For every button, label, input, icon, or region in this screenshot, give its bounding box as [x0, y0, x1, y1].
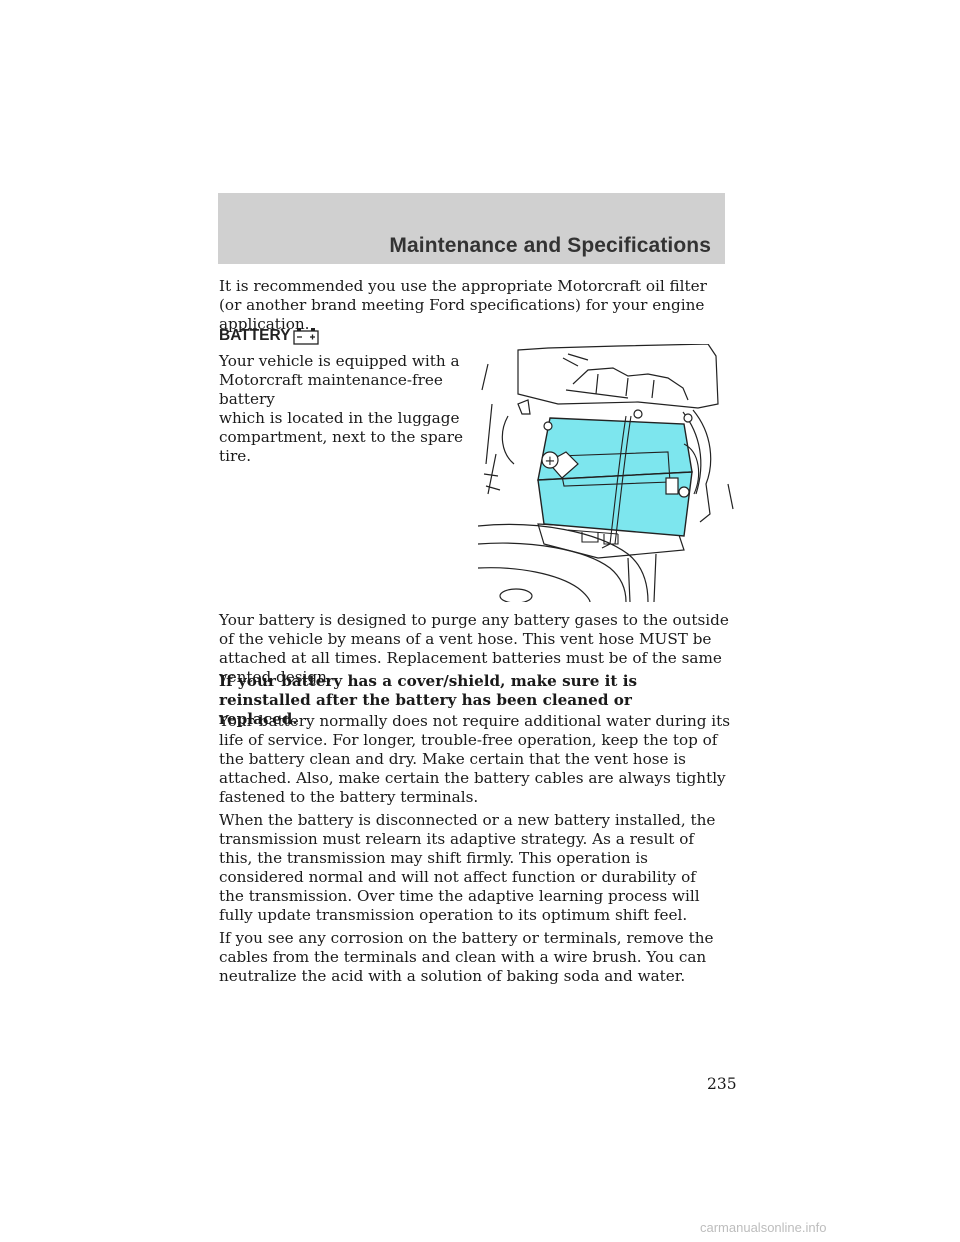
battery-location-paragraph: Your vehicle is equipped with a Motorcra… [219, 352, 479, 466]
positive-terminal-mark: + [545, 454, 556, 469]
watermark-text: carmanualsonline.info [700, 1220, 827, 1235]
battery-section-heading: BATTERY [219, 327, 320, 345]
transmission-relearn-paragraph: When the battery is disconnected or a ne… [219, 811, 716, 924]
vent-hose-paragraph: Your battery is designed to purge any ba… [219, 611, 729, 686]
corrosion-paragraph: If you see any corrosion on the battery … [219, 929, 714, 985]
battery-location-line: compartment, next to the spare tire. [219, 428, 463, 465]
battery-location-line: which is located in the luggage [219, 409, 460, 427]
battery-location-line: Motorcraft maintenance-free battery [219, 371, 443, 408]
oil-filter-paragraph: It is recommended you use the appropriat… [219, 277, 707, 333]
page-number: 235 [707, 1075, 737, 1093]
battery-illustration: + [478, 344, 734, 602]
battery-location-line: Your vehicle is equipped with a [219, 352, 460, 370]
section-header-title: Maintenance and Specifications [389, 234, 711, 257]
section-header-band: Maintenance and Specifications [218, 193, 725, 264]
battery-icon [293, 328, 320, 345]
water-maintenance-paragraph: Your battery normally does not require a… [219, 712, 731, 806]
battery-heading-text: BATTERY [219, 327, 291, 344]
cover-shield-warning: If your battery has a cover/shield, make… [219, 672, 638, 728]
